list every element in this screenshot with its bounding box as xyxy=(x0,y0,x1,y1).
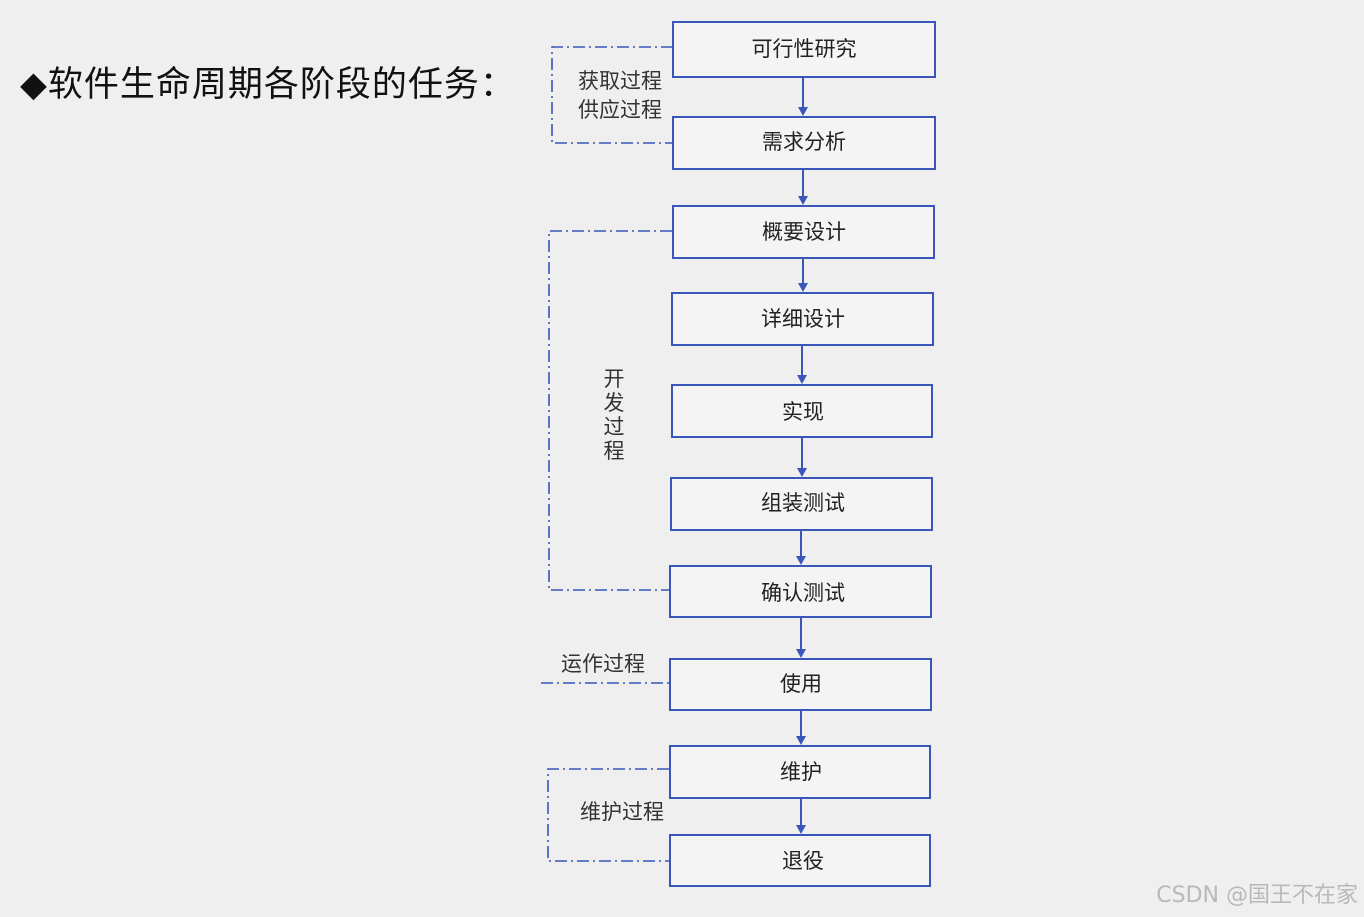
label-supply-process: 供应过程 xyxy=(578,98,662,122)
svg-text:概要设计: 概要设计 xyxy=(762,220,846,244)
arrow xyxy=(798,77,808,116)
slide-title: ◆软件生命周期各阶段的任务： xyxy=(20,65,516,105)
arrow xyxy=(798,258,808,292)
svg-text:确认测试: 确认测试 xyxy=(761,581,845,605)
label-development-process-char: 发 xyxy=(604,391,625,415)
svg-text:可行性研究: 可行性研究 xyxy=(752,37,857,61)
stage-detailed-design: 详细设计 xyxy=(671,292,934,346)
stage-usage: 使用 xyxy=(669,658,932,711)
arrow xyxy=(798,169,808,205)
stage-acceptance-testing: 确认测试 xyxy=(669,565,932,618)
stage-maintenance: 维护 xyxy=(669,745,931,799)
arrow xyxy=(797,345,807,384)
arrow xyxy=(796,798,806,834)
svg-text:需求分析: 需求分析 xyxy=(762,130,846,154)
svg-text:维护: 维护 xyxy=(780,760,822,784)
development-bracket xyxy=(548,230,672,591)
arrow xyxy=(796,530,806,565)
svg-text:使用: 使用 xyxy=(780,672,822,696)
arrow xyxy=(796,710,806,745)
watermark: CSDN @国王不在家 xyxy=(1156,883,1358,908)
svg-text:退役: 退役 xyxy=(782,849,824,873)
stage-integration-testing: 组装测试 xyxy=(670,477,933,531)
label-maintenance-process: 维护过程 xyxy=(580,800,664,824)
stage-implementation: 实现 xyxy=(671,384,933,438)
label-development-process-char: 开 xyxy=(604,367,625,391)
svg-text:实现: 实现 xyxy=(782,400,824,424)
label-development-process-char: 程 xyxy=(604,439,625,463)
stage-preliminary-design: 概要设计 xyxy=(672,205,935,259)
maintenance-bracket xyxy=(547,768,669,862)
stage-retirement: 退役 xyxy=(669,834,931,887)
svg-text:组装测试: 组装测试 xyxy=(761,491,845,515)
stage-requirements-analysis: 需求分析 xyxy=(672,116,936,170)
arrow xyxy=(796,617,806,658)
arrow xyxy=(797,437,807,477)
label-operation-process: 运作过程 xyxy=(561,652,645,676)
label-development-process-char: 过 xyxy=(604,415,625,439)
label-acquisition-process: 获取过程 xyxy=(578,69,662,93)
stage-feasibility-study: 可行性研究 xyxy=(672,21,936,78)
svg-text:详细设计: 详细设计 xyxy=(761,307,845,331)
acquire-supply-bracket xyxy=(551,46,673,144)
